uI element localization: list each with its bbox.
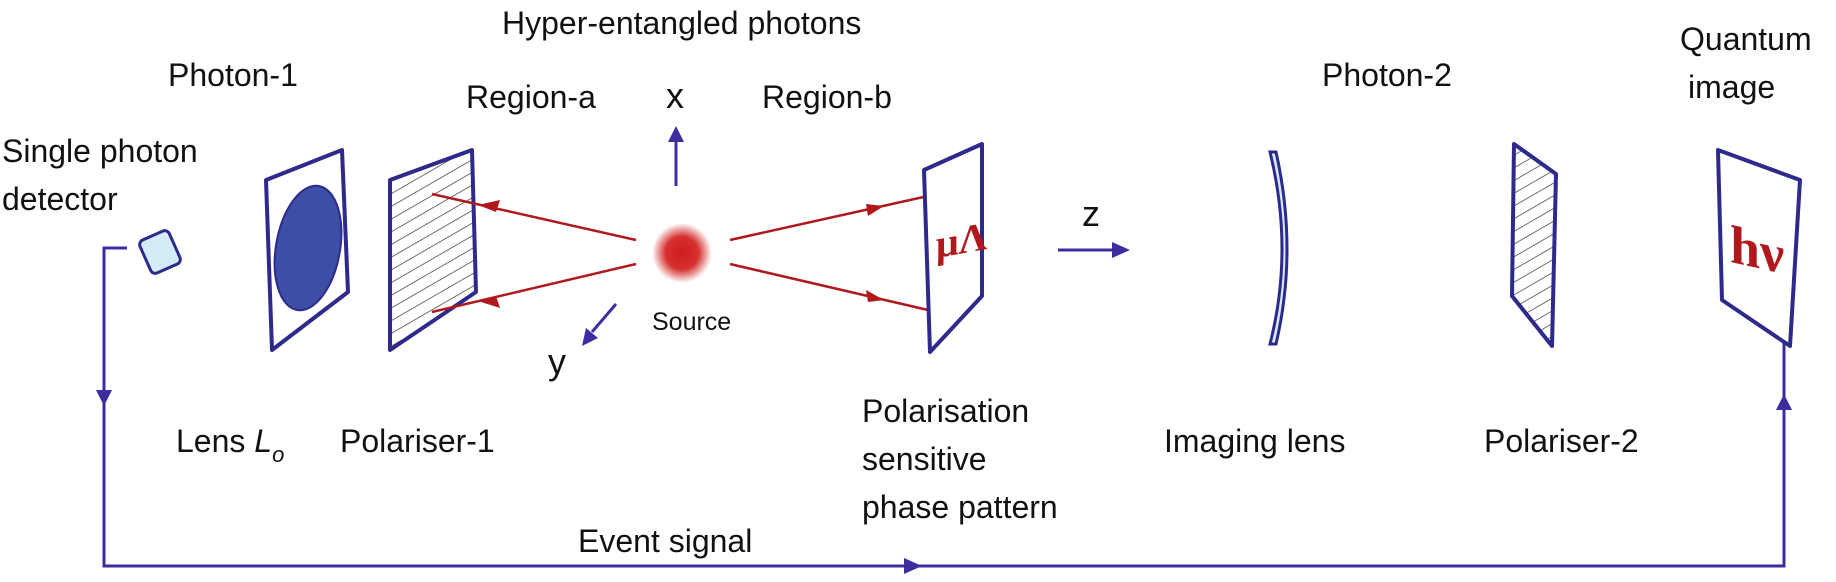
photon-1-label: Photon-1 bbox=[168, 57, 298, 93]
lens-lo-subscript: o bbox=[272, 442, 284, 467]
lens-lo-label: Lens Lo bbox=[176, 423, 284, 467]
phase-label-line1: Polarisation bbox=[862, 393, 1029, 429]
title-label: Hyper-entangled photons bbox=[502, 5, 861, 41]
single-photon-detector bbox=[138, 229, 182, 275]
photon-2-label: Photon-2 bbox=[1322, 57, 1452, 93]
phase-glyph: μɅ bbox=[936, 213, 987, 267]
polariser-1 bbox=[388, 148, 478, 352]
beam-arrow-a2-icon bbox=[478, 296, 500, 308]
phase-label-line3: phase pattern bbox=[862, 489, 1058, 525]
phase-pattern-plate: μɅ bbox=[922, 142, 987, 354]
signal-arrow-down-icon bbox=[96, 390, 112, 406]
axis-x-label: x bbox=[666, 75, 684, 116]
axis-x-arrow-icon bbox=[668, 126, 684, 142]
quantum-image-glyph: hν bbox=[1730, 214, 1784, 286]
quantum-image-screen: hν bbox=[1716, 148, 1802, 348]
detector-label-line1: Single photon bbox=[2, 133, 198, 169]
detector-label-line2: detector bbox=[2, 181, 118, 217]
region-b-label: Region-b bbox=[762, 79, 892, 115]
axis-y-arrow-icon bbox=[582, 328, 598, 346]
polariser-1-label: Polariser-1 bbox=[340, 423, 495, 459]
photon-beams bbox=[431, 192, 929, 314]
region-a-label: Region-a bbox=[466, 79, 596, 115]
imaging-lens-label: Imaging lens bbox=[1164, 423, 1345, 459]
axis-z-label: z bbox=[1082, 193, 1100, 234]
axis-y-label: y bbox=[548, 341, 566, 382]
polariser-2 bbox=[1510, 142, 1558, 348]
event-signal-label: Event signal bbox=[578, 523, 752, 559]
polariser-2-label: Polariser-2 bbox=[1484, 423, 1639, 459]
axis-z-arrow-icon bbox=[1112, 242, 1130, 258]
quantum-label-line1: Quantum bbox=[1680, 21, 1812, 57]
lens-lo-prefix: Lens bbox=[176, 423, 254, 459]
signal-arrow-up-icon bbox=[1776, 394, 1792, 410]
beam-arrow-a1-icon bbox=[478, 200, 500, 212]
beam-arrow-b2-icon bbox=[866, 290, 884, 302]
entangled-photon-source bbox=[652, 223, 712, 283]
imaging-lens bbox=[1268, 150, 1289, 346]
coordinate-axes bbox=[582, 126, 1130, 346]
lens-lo-symbol: L bbox=[254, 423, 272, 459]
event-signal-loop bbox=[96, 246, 1792, 574]
quantum-label-line2: image bbox=[1688, 69, 1775, 105]
signal-arrow-right-icon bbox=[904, 558, 922, 574]
beam-arrow-b1-icon bbox=[866, 204, 884, 216]
source-label: Source bbox=[652, 308, 731, 336]
lens-lo bbox=[264, 148, 350, 352]
phase-label-line2: sensitive bbox=[862, 441, 987, 477]
